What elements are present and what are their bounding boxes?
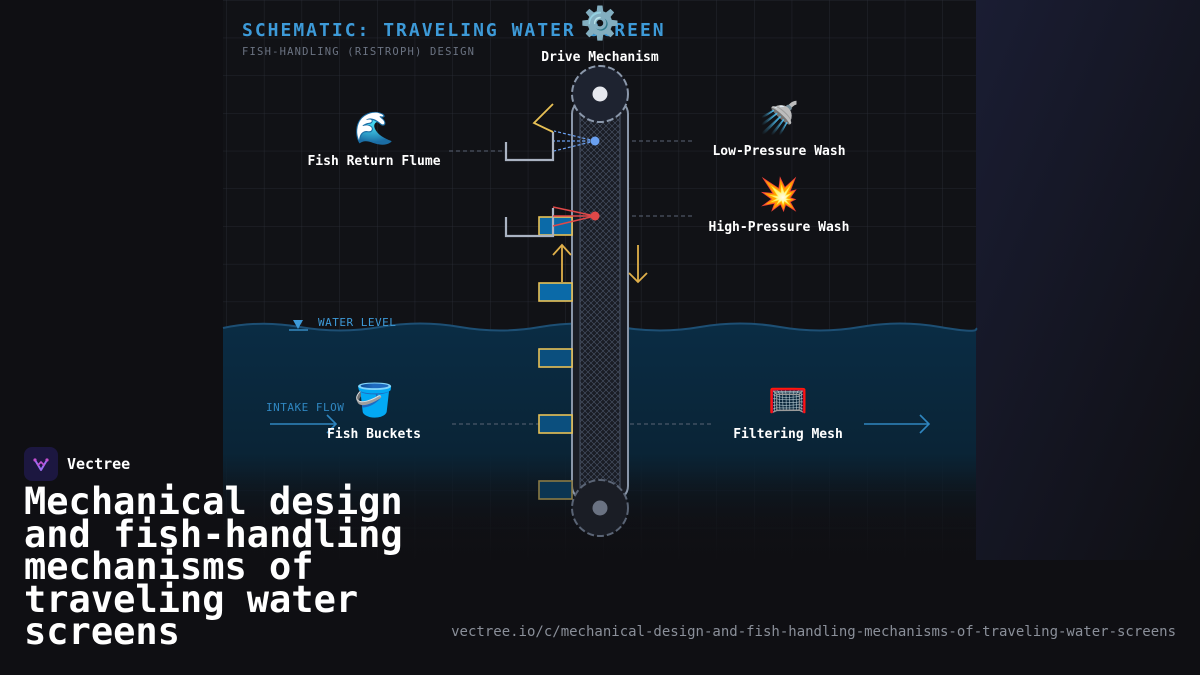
gear-icon: ⚙️ [580,4,620,42]
high-pressure-nozzle [590,211,600,221]
fish-return-flume-label: Fish Return Flume [307,154,441,169]
fish-return-flume-trough [504,132,555,162]
brand-name: Vectree [67,455,131,473]
upward-arrowhead [552,243,572,256]
low-pressure-wash-label: Low-Pressure Wash [712,144,846,159]
intake-flow-label: INTAKE FLOW [266,401,345,414]
brand[interactable]: Vectree [24,447,130,481]
low-pressure-spray [553,130,596,152]
motion-arrows [552,243,648,284]
high-pressure-spray [552,206,596,227]
head-sprocket-hub [592,86,608,102]
fish-bucket [538,348,573,368]
filtering-mesh-panel [580,108,620,492]
background-glow [976,0,1200,560]
page-url-link[interactable]: vectree.io/c/mechanical-design-and-fish-… [451,624,1176,640]
fish-buckets-label: Fish Buckets [327,427,421,442]
water-level-label: WATER LEVEL [318,316,397,329]
diagram-subtitle: FISH-HANDLING (RISTROPH) DESIGN [242,46,476,58]
shower-icon: 🚿 [759,99,799,137]
foot-sprocket-hub [592,500,608,516]
net-icon: 🥅 [768,381,808,419]
fish-bucket [538,480,573,500]
water-level-marker-icon [293,320,303,329]
fish-transfer-path [532,103,554,133]
bucket-group [538,216,573,500]
vectree-logo-icon [24,447,58,481]
page-headline: Mechanical design and fish-handling mech… [24,480,403,653]
debris-trough [504,208,555,238]
intake-flow-arrows [270,414,931,434]
burst-icon: 💥 [759,175,799,213]
fish-bucket [538,282,573,302]
filtering-mesh-label: Filtering Mesh [733,427,843,442]
diagram-title: SCHEMATIC: TRAVELING WATER SCREEN [242,20,666,41]
downward-arrowhead [628,272,648,284]
bucket-icon: 🪣 [354,381,394,419]
high-pressure-wash-label: High-Pressure Wash [708,220,850,235]
drive-mechanism-label: Drive Mechanism [541,50,659,65]
fish-bucket [538,414,573,434]
wave-icon: 🌊 [354,109,394,147]
low-pressure-nozzle [590,136,600,146]
